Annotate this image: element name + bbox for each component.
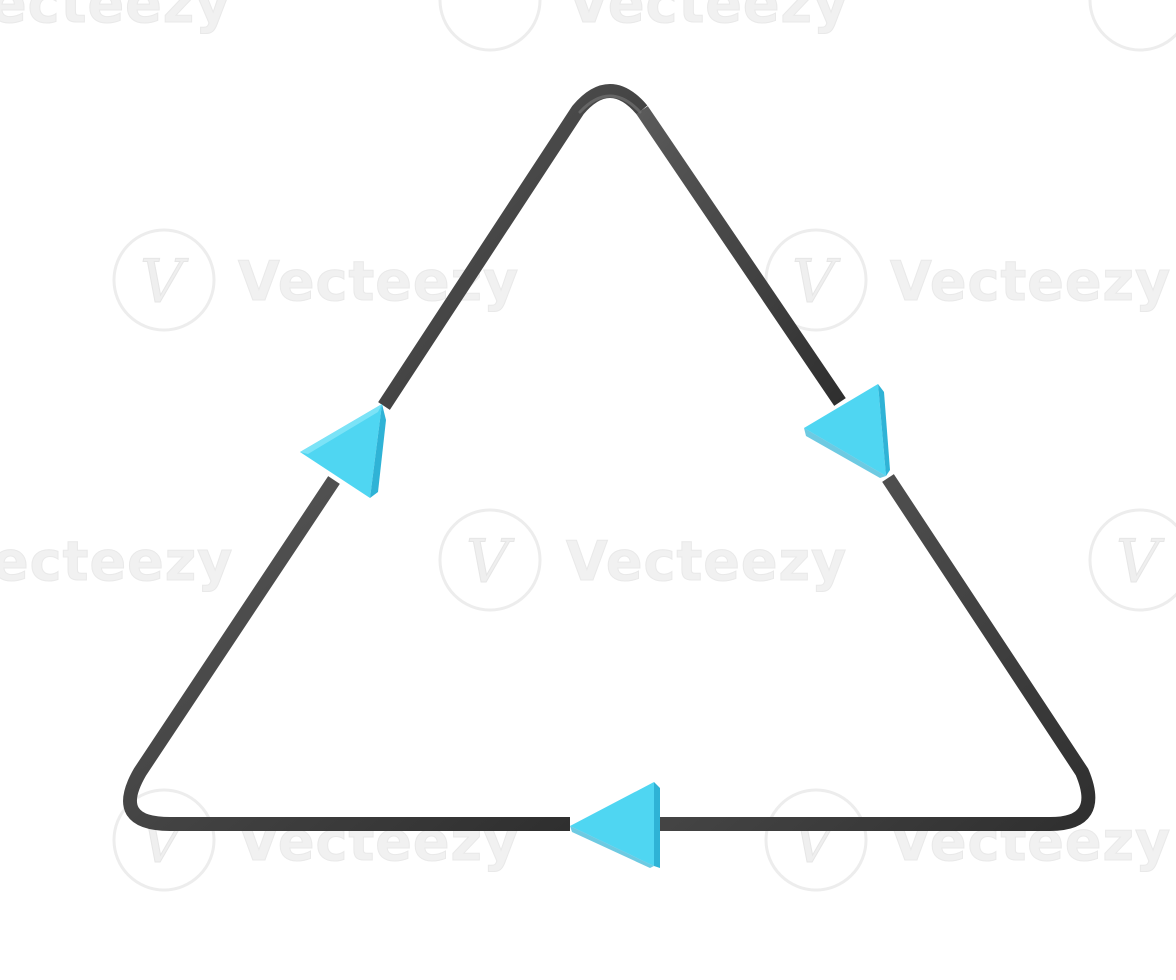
bottom-edge-left-segment [123,476,570,831]
watermark-layer: ecteezy Vecteezy V Vecteezy V Vecteezy e… [0,0,1176,892]
triangle-outline [123,84,1096,831]
right-edge-upper-segment [636,106,846,406]
watermark-logo [764,788,868,892]
arrow-up-left-edge [300,404,386,498]
watermark-logo [1088,0,1176,52]
watermark-text: ecteezy [0,530,233,593]
watermark-logo-glyph: V [466,527,515,597]
watermark-text: Vecteezy [890,250,1171,313]
watermark-logo-glyph: V [1116,527,1165,597]
pipe-highlight [578,94,642,114]
watermark-logo [438,0,542,52]
watermark-logo [438,508,542,612]
watermark-logo [764,228,868,332]
watermark-logo [112,228,216,332]
watermark-logo [112,788,216,892]
watermark-logo [1088,508,1176,612]
arrow-left-bottom-edge [570,782,660,868]
watermark-logo-glyph: V [792,247,841,317]
watermark-text: Vecteezy [568,0,849,35]
watermark-text: ecteezy [0,0,231,35]
watermark-logo-glyph: V [140,247,189,317]
left-edge-upper-segment [378,84,648,410]
watermark-text: Vecteezy [566,530,847,593]
flow-arrows [300,384,890,868]
right-edge-lower-segment [656,474,1096,831]
arrow-down-right-edge [804,384,890,478]
